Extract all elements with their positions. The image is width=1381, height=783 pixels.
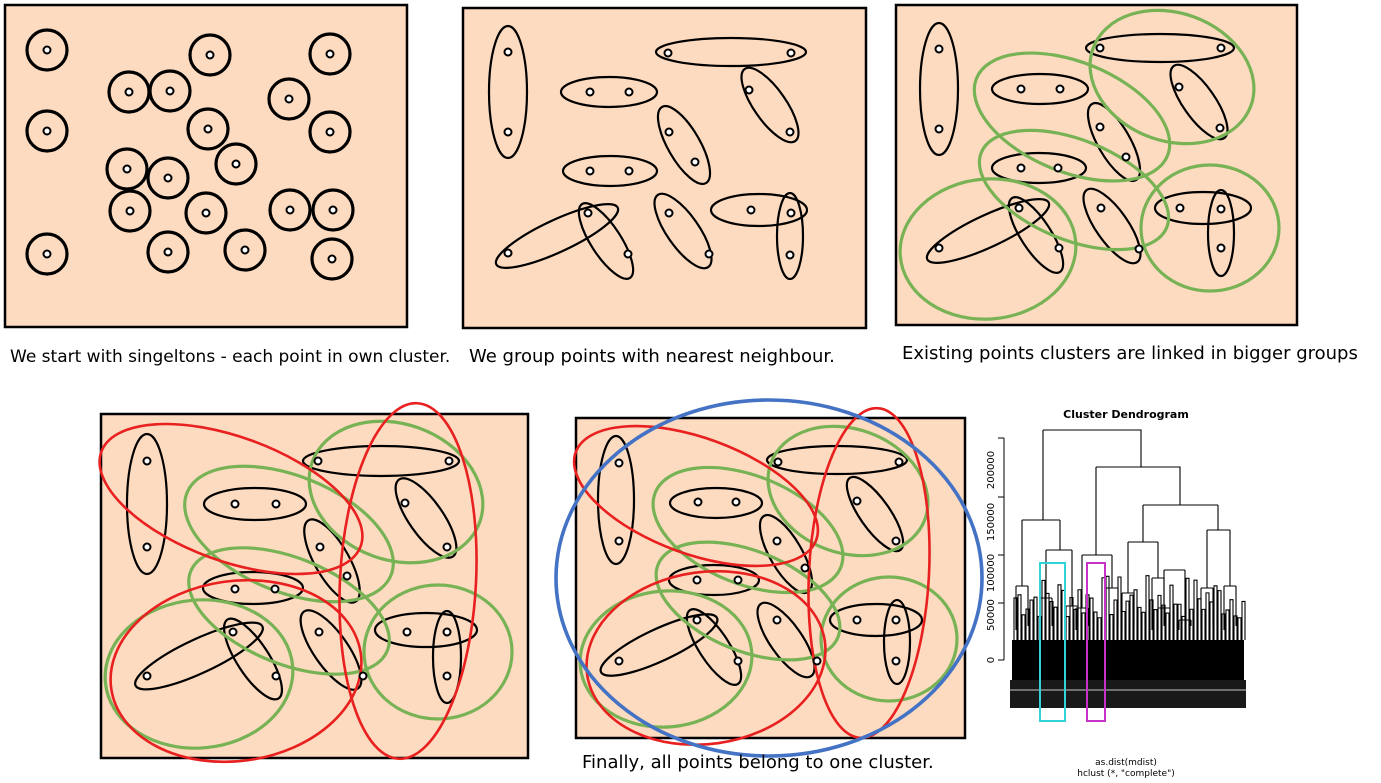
dendrogram-branch <box>1137 606 1142 640</box>
dendrogram-branch <box>1177 603 1182 640</box>
dendrogram-branch <box>1097 617 1102 640</box>
dendrogram-branch <box>1029 599 1034 640</box>
dendrogram-branch <box>1129 594 1134 640</box>
dendrogram-branch <box>1017 594 1022 640</box>
caption-panel1: We start with singeltons - each point in… <box>10 347 450 367</box>
panel-single-cluster <box>554 398 984 758</box>
dendrogram-branch <box>1151 570 1165 630</box>
dendrogram-branch <box>1093 611 1098 640</box>
blue-single-cluster <box>554 398 984 758</box>
highlight-box-cyan <box>1039 562 1066 722</box>
data-points <box>503 47 796 260</box>
pair-clusters <box>918 21 1253 278</box>
dendrogram-branch <box>1173 603 1178 640</box>
dendrogram-branch <box>1141 611 1146 640</box>
dendrogram-branch <box>1165 612 1170 640</box>
panel-frame <box>894 3 1299 327</box>
dendrogram-branch <box>1041 579 1046 640</box>
pair-clusters <box>596 434 924 686</box>
dendrogram-leaf-labels <box>1010 680 1246 708</box>
dendrogram-branch <box>1201 608 1206 640</box>
y-tick-label: 0 <box>986 657 997 663</box>
dendrogram-branch <box>1178 612 1192 630</box>
data-points <box>934 43 1226 254</box>
cluster-dendrogram: Cluster Dendrogram 200000 150000 100000 … <box>986 408 1246 779</box>
dendrogram-branch <box>1045 592 1050 640</box>
dendrogram-branch <box>1229 599 1234 640</box>
panel-frame <box>461 6 868 330</box>
dendrogram-branch <box>1015 578 1029 630</box>
dendrogram-branch <box>1125 600 1130 640</box>
dendrogram-branch <box>1081 612 1086 640</box>
singleton-clusters <box>25 28 355 281</box>
pair-clusters <box>125 432 479 705</box>
dendrogram-xlabel-1: as.dist(mdist) <box>1095 758 1157 768</box>
dendrogram-branch <box>1053 606 1058 640</box>
panel-pairs <box>461 6 868 330</box>
dendrogram-branch <box>1113 599 1118 640</box>
dendrogram-branch <box>1145 575 1150 640</box>
red-group-clusters <box>98 401 478 764</box>
dendrogram-xlabel-2: hclust (*, "complete") <box>1077 769 1175 779</box>
dendrogram-branch <box>1241 600 1246 640</box>
dendrogram-title: Cluster Dendrogram <box>1063 408 1189 421</box>
dendrogram-branch <box>1205 592 1210 640</box>
dendrogram-branch <box>1237 617 1242 640</box>
dendrogram-tree <box>1013 429 1246 640</box>
dendrogram-branch <box>1089 597 1094 640</box>
dendrogram-branch <box>1021 614 1026 640</box>
dendrogram-branch <box>1189 608 1194 640</box>
dendrogram-branch <box>1153 608 1158 640</box>
dendrogram-branch <box>1213 585 1218 640</box>
dendrogram-branch <box>1109 614 1114 640</box>
panel-larger-groups <box>98 401 530 764</box>
dendrogram-branch <box>1225 609 1230 640</box>
caption-panel3: Existing points clusters are linked in b… <box>902 343 1358 364</box>
dendrogram-leaf-mass <box>1012 640 1244 680</box>
dendrogram-branch <box>1200 580 1214 630</box>
green-group-clusters <box>898 8 1281 321</box>
caption-panel5: Finally, all points belong to one cluste… <box>582 752 934 773</box>
dendrogram-branch <box>1121 585 1135 630</box>
dendrogram-branch <box>1033 596 1038 640</box>
dendrogram-branch <box>1185 577 1190 640</box>
dendrogram-branch <box>1057 584 1062 640</box>
y-tick-label: 150000 <box>986 503 997 541</box>
data-points <box>142 456 454 681</box>
caption-panel2: We group points with nearest neighbour. <box>469 346 835 367</box>
panel-frame <box>3 3 409 329</box>
panel-singletons <box>3 3 409 329</box>
dendrogram-branch <box>1069 597 1074 640</box>
green-group-clusters <box>578 424 959 729</box>
dendrogram-branch <box>1157 600 1171 630</box>
dendrogram-branch <box>1105 580 1119 630</box>
data-points <box>614 457 904 666</box>
green-group-clusters <box>103 419 514 750</box>
dendrogram-branch <box>1223 578 1237 630</box>
dendrogram-y-axis: 200000 150000 100000 50000 0 <box>986 437 1005 663</box>
y-tick-label: 200000 <box>986 451 997 489</box>
dendrogram-branch <box>1075 600 1089 630</box>
panel-merged-groups <box>894 3 1299 327</box>
dendrogram-branch <box>1193 579 1198 640</box>
dendrogram-branch <box>1217 590 1222 640</box>
highlight-box-magenta <box>1086 562 1106 722</box>
pair-clusters <box>487 24 809 281</box>
y-tick-label: 50000 <box>986 599 997 631</box>
dendrogram-branch <box>1181 615 1186 640</box>
y-tick-label: 100000 <box>986 554 997 592</box>
